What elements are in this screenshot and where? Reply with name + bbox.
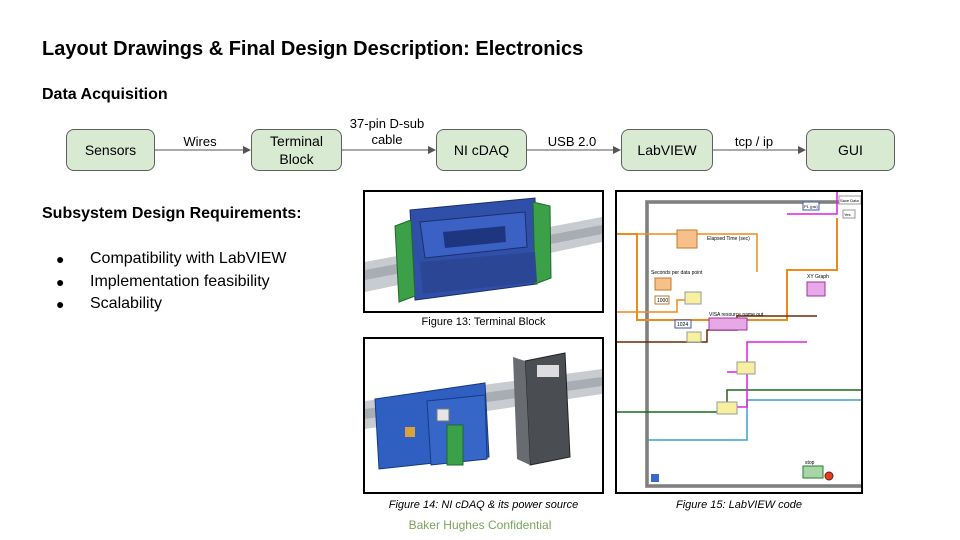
labview-yes: Yes [844,212,851,217]
node-ni-cdaq: NI cDAQ [436,129,527,171]
labview-seconds-label: Seconds per data point [651,270,703,276]
footer-confidential: Baker Hughes Confidential [408,518,552,532]
labview-p1: P1 (psi) [804,204,818,209]
labview-1024: 1024 [677,322,688,328]
requirements-list: ●Compatibility with LabVIEW ●Implementat… [56,248,287,316]
edge-label-dsub: 37-pin D-sub cable [349,116,425,147]
terminal-block-illustration [365,197,602,303]
node-sensors: Sensors [66,129,155,171]
labview-xy-label: XY Graph [807,274,829,280]
list-item-text: Implementation feasibility [90,272,270,290]
node-terminal-block-label: Terminal Block [270,133,323,167]
page-title: Layout Drawings & Final Design Descripti… [42,38,584,60]
node-gui: GUI [806,129,895,171]
labview-diagram: Elapsed Time (sec) Seconds per data poin… [617,192,861,488]
list-item-text: Compatibility with LabVIEW [90,250,287,268]
labview-visa-label: VISA resource name out [709,312,764,318]
labview-elapsed-label: Elapsed Time (sec) [707,236,750,242]
figure-ni-cdaq [363,337,604,494]
list-item: ●Scalability [56,295,163,313]
edge-label-usb: USB 2.0 [547,134,597,149]
list-item: ●Compatibility with LabVIEW [56,250,287,268]
list-item-text: Scalability [90,295,163,313]
node-labview: LabVIEW [621,129,713,171]
figure-labview-code: Elapsed Time (sec) Seconds per data poin… [615,190,863,494]
edge-label-wires: Wires [183,134,217,149]
flow-arrows [155,146,806,154]
figure-14-caption: Figure 14: NI cDAQ & its power source [388,499,579,511]
labview-1000: 1000 [657,298,668,304]
section-title: Data Acquisition [42,86,168,103]
labview-stop-label: stop [805,460,815,466]
node-terminal-block: Terminal Block [251,129,342,171]
figure-terminal-block [363,190,604,313]
cdaq-illustration [365,352,602,470]
figure-15-caption: Figure 15: LabVIEW code [676,499,802,511]
list-item: ●Implementation feasibility [56,272,270,290]
edge-label-tcpip: tcp / ip [734,134,774,149]
figure-13-caption: Figure 13: Terminal Block [421,316,546,328]
requirements-title: Subsystem Design Requirements: [42,205,302,222]
labview-save: Save Data [840,198,859,203]
